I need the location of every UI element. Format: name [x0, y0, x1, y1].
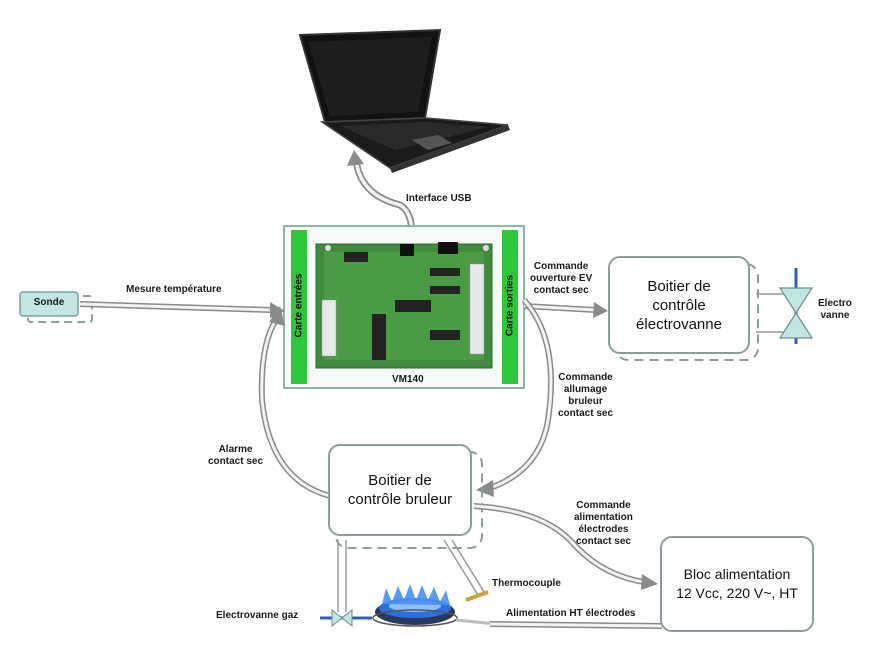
alarm-link [258, 306, 331, 499]
electro-vanne-label: Electro vanne [818, 298, 852, 321]
ht-power-label: Alimentation HT électrodes [506, 608, 636, 619]
valve-control-box: Boitier de contrôle électrovanne [608, 256, 750, 354]
thermocouple-label: Thermocouple [492, 578, 561, 589]
temperature-link [79, 301, 285, 318]
gas-burner-icon [372, 584, 458, 627]
valve-control-box-label: Boitier de contrôle électrovanne [636, 277, 722, 333]
electro-vanne-icon [756, 268, 814, 344]
thermocouple-icon [465, 590, 489, 602]
input-card-label: Carte entrées [293, 273, 305, 338]
temperature-label: Mesure température [126, 284, 222, 295]
valve-box-shadow [615, 263, 759, 361]
alarm-label: Alarme contact sec [208, 444, 264, 467]
gas-valve-icon [320, 608, 372, 628]
sonde-label: Sonde [33, 297, 65, 308]
laptop-icon [298, 28, 510, 173]
usb-label: Interface USB [406, 193, 472, 204]
gas-valve-label: Electrovanne gaz [216, 610, 299, 621]
output-card-label: Carte sorties [504, 274, 516, 337]
valve-command-label: Commande ouverture EV contact sec [530, 261, 593, 296]
sonde-node [19, 291, 93, 323]
ignition-label: Commande allumage bruleur contact sec [558, 372, 614, 419]
power-supply-box: Bloc alimentation 12 Vcc, 220 V~, HT [660, 536, 814, 632]
burner-control-box: Boitier de contrôle bruleur [328, 444, 472, 536]
burner-control-box-label: Boitier de contrôle bruleur [347, 472, 453, 508]
valve-command-link [523, 302, 608, 318]
vm140-label: VM140 [392, 374, 424, 385]
vm140-board [283, 225, 525, 389]
power-supply-box-label: Bloc alimentation 12 Vcc, 220 V~, HT [676, 566, 798, 601]
power-command-label: Commande alimentation électrodes contact… [574, 500, 633, 547]
burner-wires [337, 539, 487, 612]
ignition-link [476, 297, 554, 497]
ht-electrodes-link [455, 618, 663, 629]
power-command-link [473, 503, 658, 590]
